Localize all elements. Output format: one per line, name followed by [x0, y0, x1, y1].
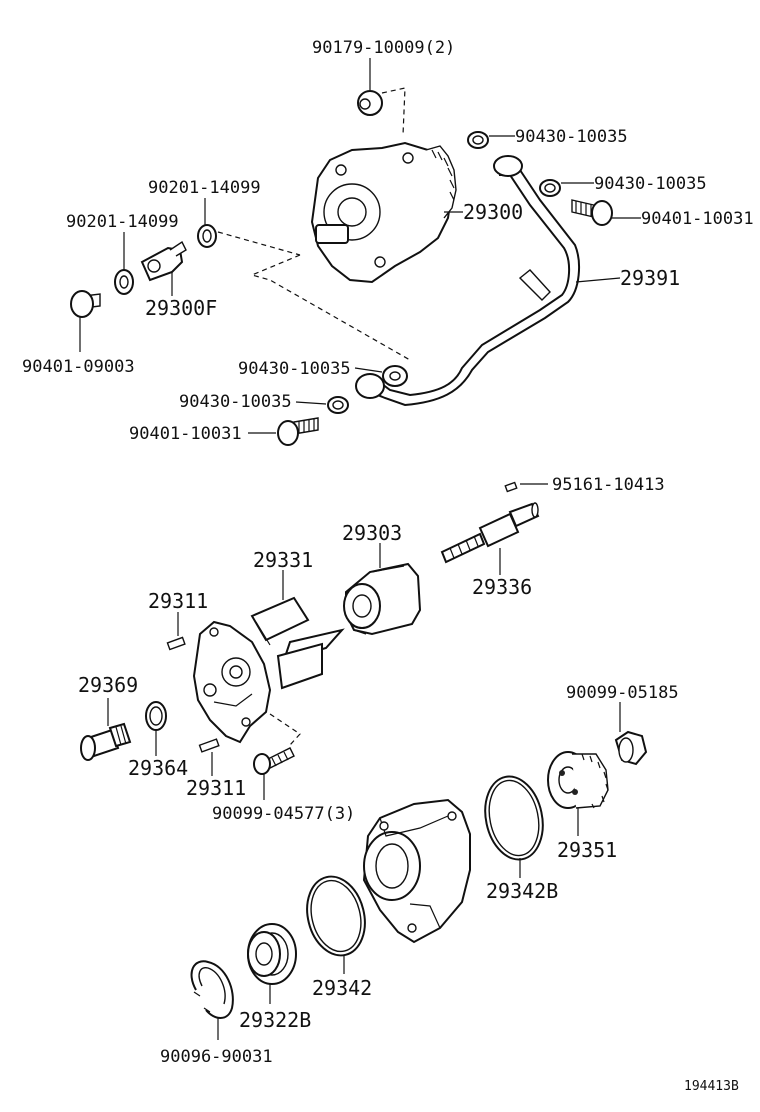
pin-29311-a — [166, 636, 186, 651]
washer-90201-14099-a — [197, 224, 217, 248]
label-90430-10035-b: 90430-10035 — [594, 174, 707, 194]
washer-90430-10035-b — [539, 179, 561, 197]
leader-90430-d — [295, 401, 327, 405]
end-plate — [192, 620, 272, 744]
label-90401-10031-b: 90401-10031 — [129, 424, 242, 444]
dash-end-plate — [269, 713, 301, 746]
label-29300: 29300 — [463, 200, 523, 224]
dash-left-washer — [217, 231, 301, 256]
gear-29351 — [547, 751, 609, 809]
label-90096-90031: 90096-90031 — [160, 1047, 273, 1067]
label-90401-10031-a: 90401-10031 — [641, 209, 754, 229]
pin-29311-b — [198, 738, 220, 753]
key-95161-10413 — [504, 481, 518, 493]
label-29303: 29303 — [342, 521, 402, 545]
label-29300F: 29300F — [145, 296, 217, 320]
label-90401-09003: 90401-09003 — [22, 357, 135, 377]
rotor-29303 — [343, 562, 422, 636]
washer-90430-10035-d — [327, 396, 349, 414]
label-29331: 29331 — [253, 548, 313, 572]
oil-pipe-29391 — [355, 155, 581, 407]
snap-ring-90096-90031 — [190, 960, 234, 1019]
label-29311-b: 29311 — [186, 776, 246, 800]
label-90099-04577: 90099-04577(3) — [212, 804, 355, 824]
washer-90430-10035-a — [467, 131, 489, 149]
label-29351: 29351 — [557, 838, 617, 862]
label-29342: 29342 — [312, 976, 372, 1000]
washer-90201-14099-b — [114, 269, 134, 295]
label-90201-14099-a: 90201-14099 — [148, 178, 261, 198]
label-90430-10035-d: 90430-10035 — [179, 392, 292, 412]
label-29342B: 29342B — [486, 879, 558, 903]
oring-29364 — [145, 701, 167, 731]
label-90179-10009: 90179-10009(2) — [312, 38, 455, 58]
label-29364: 29364 — [128, 756, 188, 780]
fitting-29369 — [80, 722, 132, 761]
bolt-90401-10031-a — [571, 199, 613, 226]
label-90099-05185: 90099-05185 — [566, 683, 679, 703]
diagram-id: 194413B — [684, 1079, 739, 1094]
dash-90179 — [381, 87, 406, 136]
label-29369: 29369 — [78, 673, 138, 697]
label-29322B: 29322B — [239, 1008, 311, 1032]
nut-90099-05185 — [614, 730, 648, 766]
vacuum-pump-29300 — [310, 141, 457, 284]
leader-90430-c — [354, 367, 383, 373]
bearing-29322B — [247, 923, 297, 985]
label-90430-10035-a: 90430-10035 — [515, 127, 628, 147]
label-29311-a: 29311 — [148, 589, 208, 613]
label-90201-14099-b: 90201-14099 — [66, 212, 179, 232]
pump-housing — [362, 798, 471, 944]
nut-90179-10009 — [357, 90, 383, 116]
washer-90430-10035-c — [382, 365, 408, 387]
leader-29391 — [575, 277, 621, 283]
label-95161-10413: 95161-10413 — [552, 475, 665, 495]
bolt-90099-04577 — [253, 747, 295, 775]
fitting-29300F — [140, 240, 187, 282]
bolt-90401-10031-b — [277, 417, 319, 446]
oring-29342 — [306, 875, 366, 957]
vanes-29331 — [250, 596, 345, 690]
label-90430-10035-c: 90430-10035 — [238, 359, 351, 379]
oring-29342B — [484, 775, 544, 861]
shaft-29336 — [440, 502, 540, 564]
bolt-90401-09003 — [70, 290, 101, 318]
label-29391: 29391 — [620, 266, 680, 290]
label-29336: 29336 — [472, 575, 532, 599]
